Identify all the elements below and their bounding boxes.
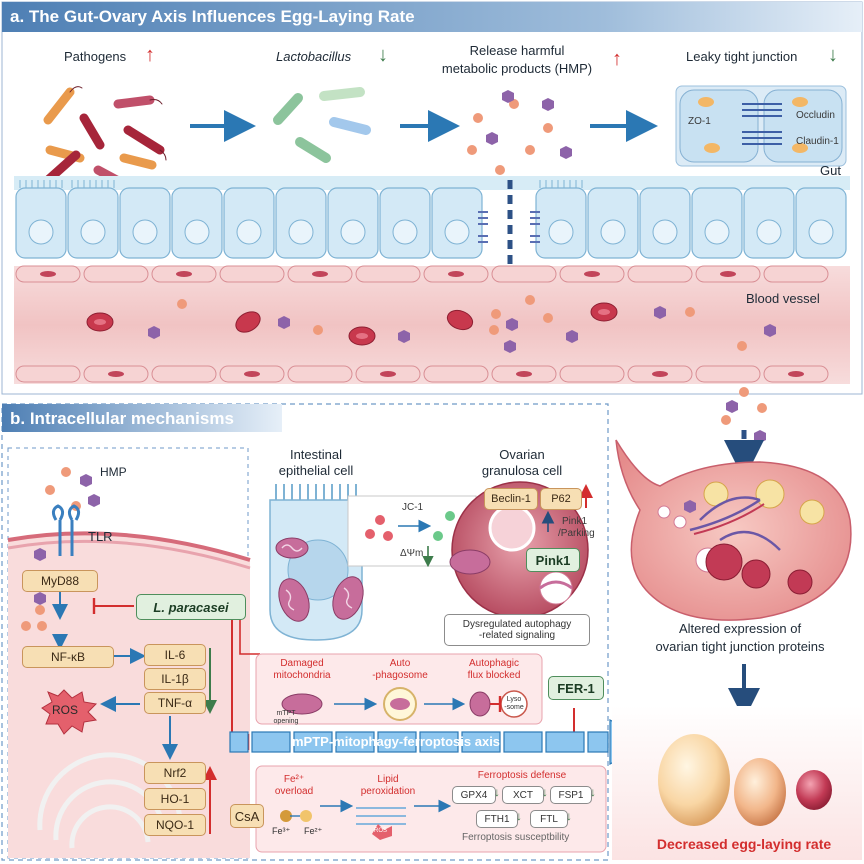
jc1-label: JC-1 [402,502,424,513]
zo1-label: ZO-1 [688,116,711,127]
fe-overload-line1: Fe²⁺ [283,774,305,785]
il1b-box: IL-1β [144,668,206,690]
altered-expression-line2: ovarian tight junction proteins [655,639,825,654]
ovarian-label-line1: Ovarian [499,447,545,462]
leaky-down-arrow: ↓ [828,44,838,66]
autophagosome-line1: Auto [389,658,411,669]
ros-small-label: ROS [374,828,388,834]
occludin-label: Occludin [796,110,835,121]
claudin-label: Claudin-1 [796,136,839,147]
mtpt-line2: opening [273,718,299,725]
dysregulated-line2: -related signaling [478,630,556,641]
tlr-label: TLR [88,529,113,544]
intestinal-cell-art [269,484,364,641]
lysosome-line2: -some [504,704,524,711]
axis-label: mPTP-mitophagy-ferroptosis axis [292,734,501,749]
fth1-box: FTH1 [476,810,518,828]
lactobacillus-bacteria [273,87,371,163]
membrane-potential-label: ΔΨm [400,548,424,559]
tlr-receptor [51,504,81,556]
lipid-line1: Lipid [377,774,399,785]
p62-box: P62 [540,488,582,510]
egg-medium [734,758,786,826]
ftl-down-arrow: ↓ [566,809,572,823]
fe3-label: Fe³⁺ [272,826,291,836]
gpx4-box: GPX4 [452,786,496,804]
gut-epithelium [14,176,850,259]
myd88-box: MyD88 [22,570,98,592]
panel-b-hmp-particles [21,467,100,631]
pathogens-up-arrow: ↑ [145,44,155,66]
ros-burst [41,689,98,735]
dysregulated-line1: Dysregulated autophagy [462,619,572,630]
xct-box: XCT [502,786,544,804]
fsp1-box: FSP1 [550,786,592,804]
csa-box: CsA [230,804,264,828]
tight-junction-inset [675,85,847,167]
pink-parkin-line2: /Parking [558,528,595,539]
fth1-down-arrow: ↓ [516,809,522,823]
ovarian-label-line2: granulosa cell [481,463,563,478]
nfkb-box: NF-κB [22,646,114,668]
nrf2-box: Nrf2 [144,762,206,784]
beclin-box: Beclin-1 [484,488,538,510]
blood-vessel [14,265,850,384]
intestinal-label-line2: epithelial cell [278,463,354,478]
autophagosome-line2: -phagosome [372,670,428,681]
ros-label: ROS [52,703,79,717]
damaged-line1: Damaged [280,658,324,669]
tnfa-box: TNF-α [144,692,206,714]
intestinal-label-line1: Intestinal [289,447,343,462]
altered-expression-line1: Altered expression of [678,621,802,636]
gut-label: Gut [820,163,841,178]
dysregulated-box: Dysregulated autophagy -related signalin… [444,614,590,646]
mtpt-line1: mTPT [276,710,296,717]
hmp-title-line2: metabolic products (HMP) [441,61,593,76]
panel-a-title: a. The Gut-Ovary Axis Influences Egg-Lay… [10,7,415,26]
flux-blocked-line1: Autophagic [468,658,520,669]
ftl-box: FTL [530,810,568,828]
fe-overload-line2: overload [274,786,314,797]
pathogens-label: Pathogens [64,49,127,64]
hmp-to-ovary-particles [721,387,767,443]
blood-vessel-label: Blood vessel [746,291,820,306]
flux-blocked-line2: flux blocked [467,670,521,681]
egg-small [796,770,832,810]
lactobacillus-down-arrow: ↓ [378,44,388,66]
lactobacillus-label: Lactobacillus [276,49,352,64]
ferroptosis-defense-label: Ferroptosis defense [477,770,567,781]
leaky-junction-label: Leaky tight junction [686,49,798,64]
fe2-label: Fe²⁺ [304,826,323,836]
xct-down-arrow: ↓ [542,785,548,799]
hmp-particles [467,90,572,189]
ovary-art [615,439,852,621]
hmp-up-arrow: ↑ [612,48,622,70]
pink-parkin-line1: Pink1 [562,516,588,527]
il6-box: IL-6 [144,644,206,666]
ho1-box: HO-1 [144,788,206,810]
lysosome-line1: Lyso [506,696,522,703]
fsp1-down-arrow: ↓ [590,785,596,799]
egg-large [658,734,730,826]
fer1-box: FER-1 [548,676,604,700]
damaged-line2: mitochondria [273,670,331,681]
nqo1-box: NQO-1 [144,814,206,836]
gpx4-down-arrow: ↓ [494,785,500,799]
decreased-egg-laying-label: Decreased egg-laying rate [656,836,832,852]
panel-b-title: b. Intracellular mechanisms [10,409,234,428]
hmp-title-line1: Release harmful [469,43,565,58]
hmp-label: HMP [100,465,127,479]
pink1-box: Pink1 [526,548,580,572]
ferroptosis-susceptibility-label: Ferroptosis susceptbility [462,832,570,843]
l-paracasei-box: L. paracasei [136,594,246,620]
lipid-line2: peroxidation [360,786,416,797]
